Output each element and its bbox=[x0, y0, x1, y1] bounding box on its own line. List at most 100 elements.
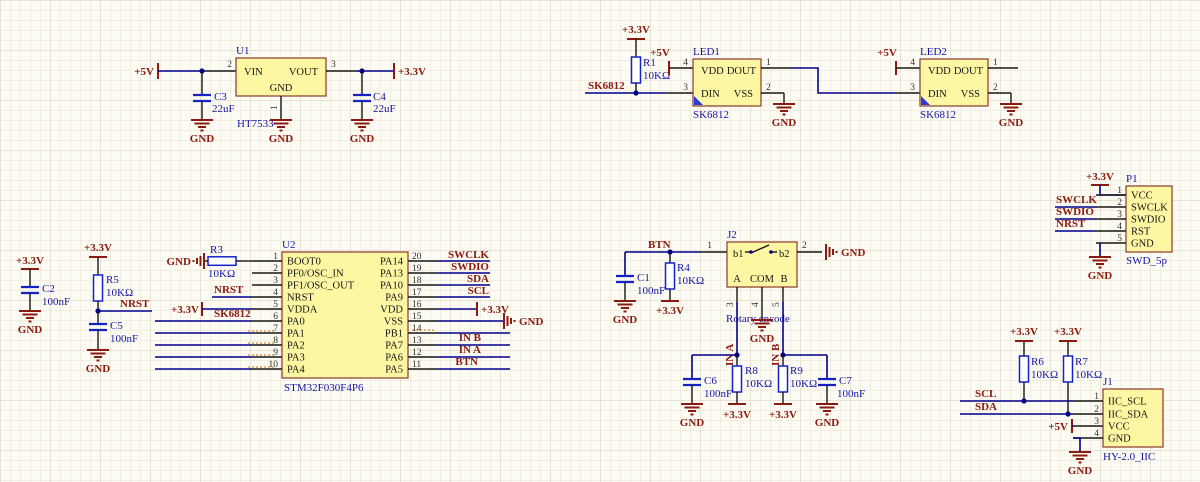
net-label-5v: +5V bbox=[1048, 421, 1068, 433]
r9-value: 10KΩ bbox=[790, 378, 817, 390]
net-label-3v3: +3.3V bbox=[622, 24, 650, 36]
gnd-symbol bbox=[613, 300, 637, 313]
net-label-in-b: IN B bbox=[770, 343, 782, 366]
j2-pin-b2: b2 bbox=[779, 249, 790, 260]
u2-body[interactable] bbox=[281, 251, 409, 379]
led1-section[interactable]: +3.3V R1 10KΩ SK6812 3 +5V 4 LED1 VDD DO… bbox=[585, 24, 895, 129]
j2-body[interactable] bbox=[726, 241, 798, 288]
regulator-section[interactable]: +5V 2 U1 VIN VOUT GND HT7533 3 +3.3V C3 … bbox=[134, 45, 426, 145]
net-label-3v3: +3.3V bbox=[1086, 171, 1114, 183]
r6-value: 10KΩ bbox=[1031, 369, 1058, 381]
reset-network-section[interactable]: +3.3V C2 100nF GND +3.3V R5 10KΩ NRST C5… bbox=[16, 242, 152, 375]
gnd-label: GND bbox=[86, 363, 111, 375]
resistor-r5[interactable] bbox=[92, 274, 104, 302]
capacitor-c5[interactable] bbox=[87, 322, 109, 332]
r3-value: 10KΩ bbox=[208, 268, 235, 280]
capacitor-c3[interactable] bbox=[191, 93, 213, 103]
gnd-label: GND bbox=[190, 133, 215, 145]
net-label-sda: SDA bbox=[975, 401, 997, 413]
pin-number: 3 bbox=[1117, 210, 1122, 220]
pin-number: 3 bbox=[1094, 417, 1099, 427]
r4-ref: R4 bbox=[677, 262, 690, 274]
pin-number: 5 bbox=[1117, 234, 1122, 244]
pin-number: 18 bbox=[412, 276, 422, 286]
net-label-3v3: +3.3V bbox=[1010, 326, 1038, 338]
pin-number: 1 bbox=[993, 58, 998, 68]
led1-body[interactable] bbox=[692, 58, 762, 107]
resistor-r9[interactable] bbox=[777, 365, 789, 393]
c7-value: 100nF bbox=[837, 388, 865, 400]
pin-number: 4 bbox=[751, 302, 761, 307]
resistor-r1[interactable] bbox=[630, 56, 642, 84]
capacitor-c4[interactable] bbox=[351, 93, 373, 103]
net-label-swdio: SWDIO bbox=[451, 261, 489, 273]
u2-pin-name: PA9 bbox=[385, 293, 403, 304]
u2-pin-name: PA6 bbox=[385, 353, 403, 364]
u2-pin-name: PA1 bbox=[287, 329, 305, 340]
u2-pin-name: PF0/OSC_IN bbox=[287, 269, 344, 280]
net-label-3v3: +3.3V bbox=[656, 305, 684, 317]
net-label-5v: +5V bbox=[650, 47, 670, 59]
c1-ref: C1 bbox=[637, 272, 650, 284]
pin-number: 8 bbox=[273, 336, 278, 346]
pin-number: 1 bbox=[707, 241, 712, 251]
resistor-r3[interactable] bbox=[207, 256, 237, 267]
u2-pin-name: PA4 bbox=[287, 365, 305, 376]
j1-pin-name: IIC_SCL bbox=[1108, 397, 1147, 408]
capacitor-c2[interactable] bbox=[19, 285, 41, 295]
c7-ref: C7 bbox=[839, 375, 852, 387]
pin-number: 1 bbox=[270, 105, 280, 110]
wire bbox=[1099, 185, 1126, 196]
pin-number: 17 bbox=[412, 288, 422, 298]
r8-value: 10KΩ bbox=[745, 378, 772, 390]
din-corner-marker bbox=[694, 96, 703, 105]
c6-value: 100nF bbox=[704, 388, 732, 400]
u2-pin-name: PA10 bbox=[380, 281, 403, 292]
led2-designator: LED2 bbox=[920, 46, 947, 58]
led1-pin-vss: VSS bbox=[734, 89, 753, 100]
capacitor-c7[interactable] bbox=[816, 377, 838, 387]
gnd-symbol bbox=[1088, 256, 1112, 269]
p1-body[interactable] bbox=[1125, 185, 1173, 253]
net-label-3v3: +3.3V bbox=[84, 242, 112, 254]
encoder-section[interactable]: BTN 1 J2 b1 b2 A COM B Rotary encode 2 G… bbox=[613, 229, 866, 429]
pin-number: 4 bbox=[273, 288, 278, 298]
u2-pin-name: PA2 bbox=[287, 341, 305, 352]
resistor-r6[interactable] bbox=[1018, 355, 1030, 383]
capacitor-c1[interactable] bbox=[614, 274, 636, 284]
resistor-r4[interactable] bbox=[664, 262, 676, 290]
j2-pin-a: A bbox=[733, 274, 741, 285]
net-label-3v3: +3.3V bbox=[481, 304, 509, 316]
capacitor-c6[interactable] bbox=[681, 377, 703, 387]
j1-body[interactable] bbox=[1102, 388, 1164, 448]
r7-ref: R7 bbox=[1075, 356, 1088, 368]
led2-pin-vdd: VDD bbox=[928, 66, 951, 77]
net-label-sk6812: SK6812 bbox=[214, 308, 251, 320]
led2-pin-vss: VSS bbox=[961, 89, 980, 100]
led2-section[interactable]: +5V 4 3 LED2 VDD DOUT DIN VSS SK6812 1 2… bbox=[877, 46, 1023, 129]
u1-body[interactable] bbox=[235, 57, 327, 97]
j2-pin-b: B bbox=[780, 274, 787, 285]
net-label-nrst: NRST bbox=[214, 284, 244, 296]
pin-number: 2 bbox=[766, 83, 771, 93]
resistor-r7[interactable] bbox=[1062, 355, 1074, 383]
u2-pin-name: BOOT0 bbox=[287, 257, 321, 268]
pin-number: 1 bbox=[273, 252, 278, 262]
switch-dot bbox=[749, 250, 753, 254]
pin-number: 2 bbox=[273, 264, 278, 274]
j1-designator: J1 bbox=[1103, 376, 1113, 388]
resistor-r8[interactable] bbox=[731, 365, 743, 393]
net-label-3v3: +3.3V bbox=[171, 304, 199, 316]
gnd-symbol bbox=[190, 119, 214, 132]
c2-ref: C2 bbox=[42, 283, 55, 295]
pin-number: 9 bbox=[273, 348, 278, 358]
j1-pin-name: VCC bbox=[1108, 422, 1130, 433]
u1-pin-gnd: GND bbox=[270, 83, 293, 94]
gnd-label: GND bbox=[18, 324, 43, 336]
gnd-label: GND bbox=[350, 133, 375, 145]
led2-body[interactable] bbox=[919, 58, 989, 107]
